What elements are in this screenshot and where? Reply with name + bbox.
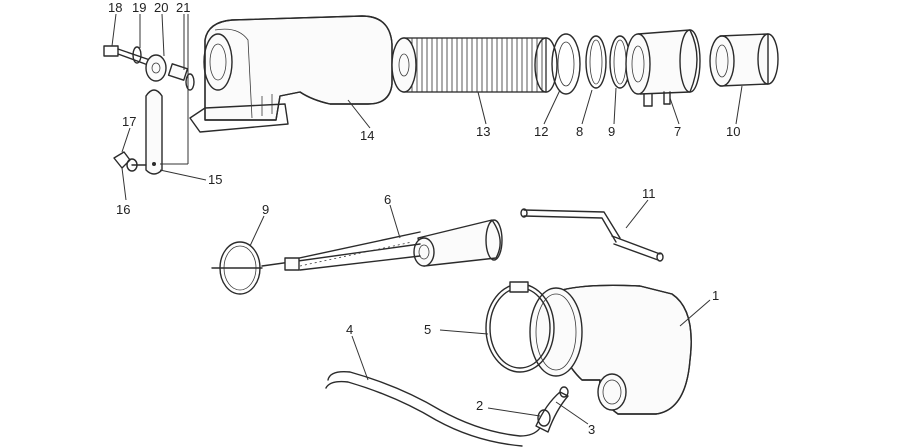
part-sleeve-10 bbox=[709, 33, 779, 87]
callout-13: 13 bbox=[476, 124, 490, 139]
part-filter-element-6 bbox=[261, 219, 503, 271]
callout-1: 1 bbox=[712, 288, 719, 303]
part-crank-handle-11 bbox=[520, 208, 664, 262]
part-gasket-9-lower bbox=[211, 241, 263, 295]
callout-6: 6 bbox=[384, 192, 391, 207]
callout-12: 12 bbox=[534, 124, 548, 139]
callout-18: 18 bbox=[108, 0, 122, 15]
callout-9-top: 9 bbox=[608, 124, 615, 139]
callout-17: 17 bbox=[122, 114, 136, 129]
callout-14: 14 bbox=[360, 128, 374, 143]
part-clamp-band-5 bbox=[485, 281, 555, 373]
callout-3: 3 bbox=[588, 422, 595, 437]
part-bolt-assembly bbox=[103, 45, 195, 91]
part-intake-housing bbox=[189, 15, 393, 133]
part-canister-7 bbox=[625, 29, 701, 107]
callout-8: 8 bbox=[576, 124, 583, 139]
callout-10: 10 bbox=[726, 124, 740, 139]
part-hose-4 bbox=[325, 370, 541, 447]
part-ring-8 bbox=[585, 35, 607, 89]
callout-16: 16 bbox=[116, 202, 130, 217]
callout-2: 2 bbox=[476, 398, 483, 413]
part-elbow-housing-1 bbox=[529, 284, 692, 415]
part-strap-15 bbox=[145, 89, 163, 175]
callout-19: 19 bbox=[132, 0, 146, 15]
part-hose-clamp bbox=[535, 386, 569, 433]
callout-15: 15 bbox=[208, 172, 222, 187]
part-seal-ring-12 bbox=[551, 33, 581, 95]
callout-9-lower: 9 bbox=[262, 202, 269, 217]
part-wing-nut bbox=[113, 151, 147, 172]
callout-4: 4 bbox=[346, 322, 353, 337]
callout-11: 11 bbox=[642, 186, 656, 201]
callout-7: 7 bbox=[674, 124, 681, 139]
callout-21: 21 bbox=[176, 0, 190, 15]
callout-labels: 1 2 3 4 5 6 7 8 9 9 10 11 12 13 14 15 16… bbox=[108, 0, 740, 437]
leader-lines bbox=[111, 13, 743, 425]
callout-5: 5 bbox=[424, 322, 431, 337]
callout-20: 20 bbox=[154, 0, 168, 15]
part-filter-cartridge bbox=[391, 37, 558, 93]
